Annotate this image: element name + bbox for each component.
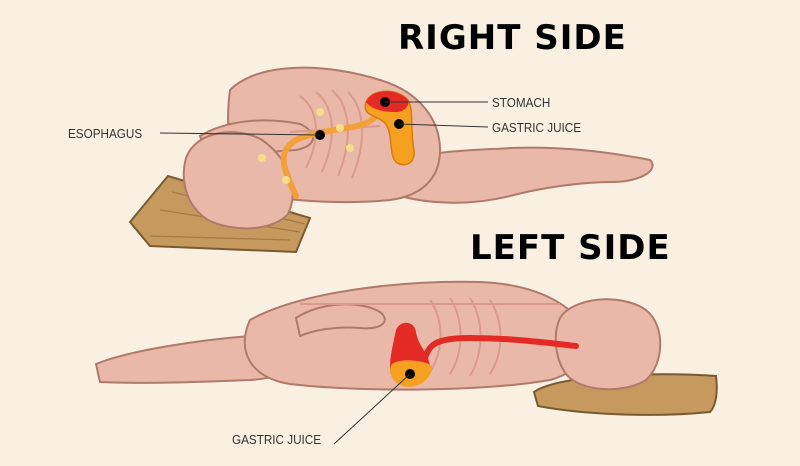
gastric-juice-label-top: GASTRIC JUICE (492, 120, 582, 135)
stomach-label: STOMACH (492, 95, 551, 110)
legs-top (399, 146, 654, 204)
leader-lines-top (159, 101, 489, 136)
leader-line-bottom (333, 373, 411, 445)
left-side-figure (94, 280, 718, 445)
gastric-juice-label-bottom: GASTRIC JUICE (232, 432, 322, 447)
esophagus-tube-bottom (421, 334, 579, 365)
right-side-figure (128, 66, 654, 254)
head-bottom (554, 298, 662, 391)
left-side-title: LEFT SIDE (470, 228, 671, 268)
right-side-title: RIGHT SIDE (398, 18, 627, 58)
esophagus-label: ESOPHAGUS (68, 126, 143, 141)
